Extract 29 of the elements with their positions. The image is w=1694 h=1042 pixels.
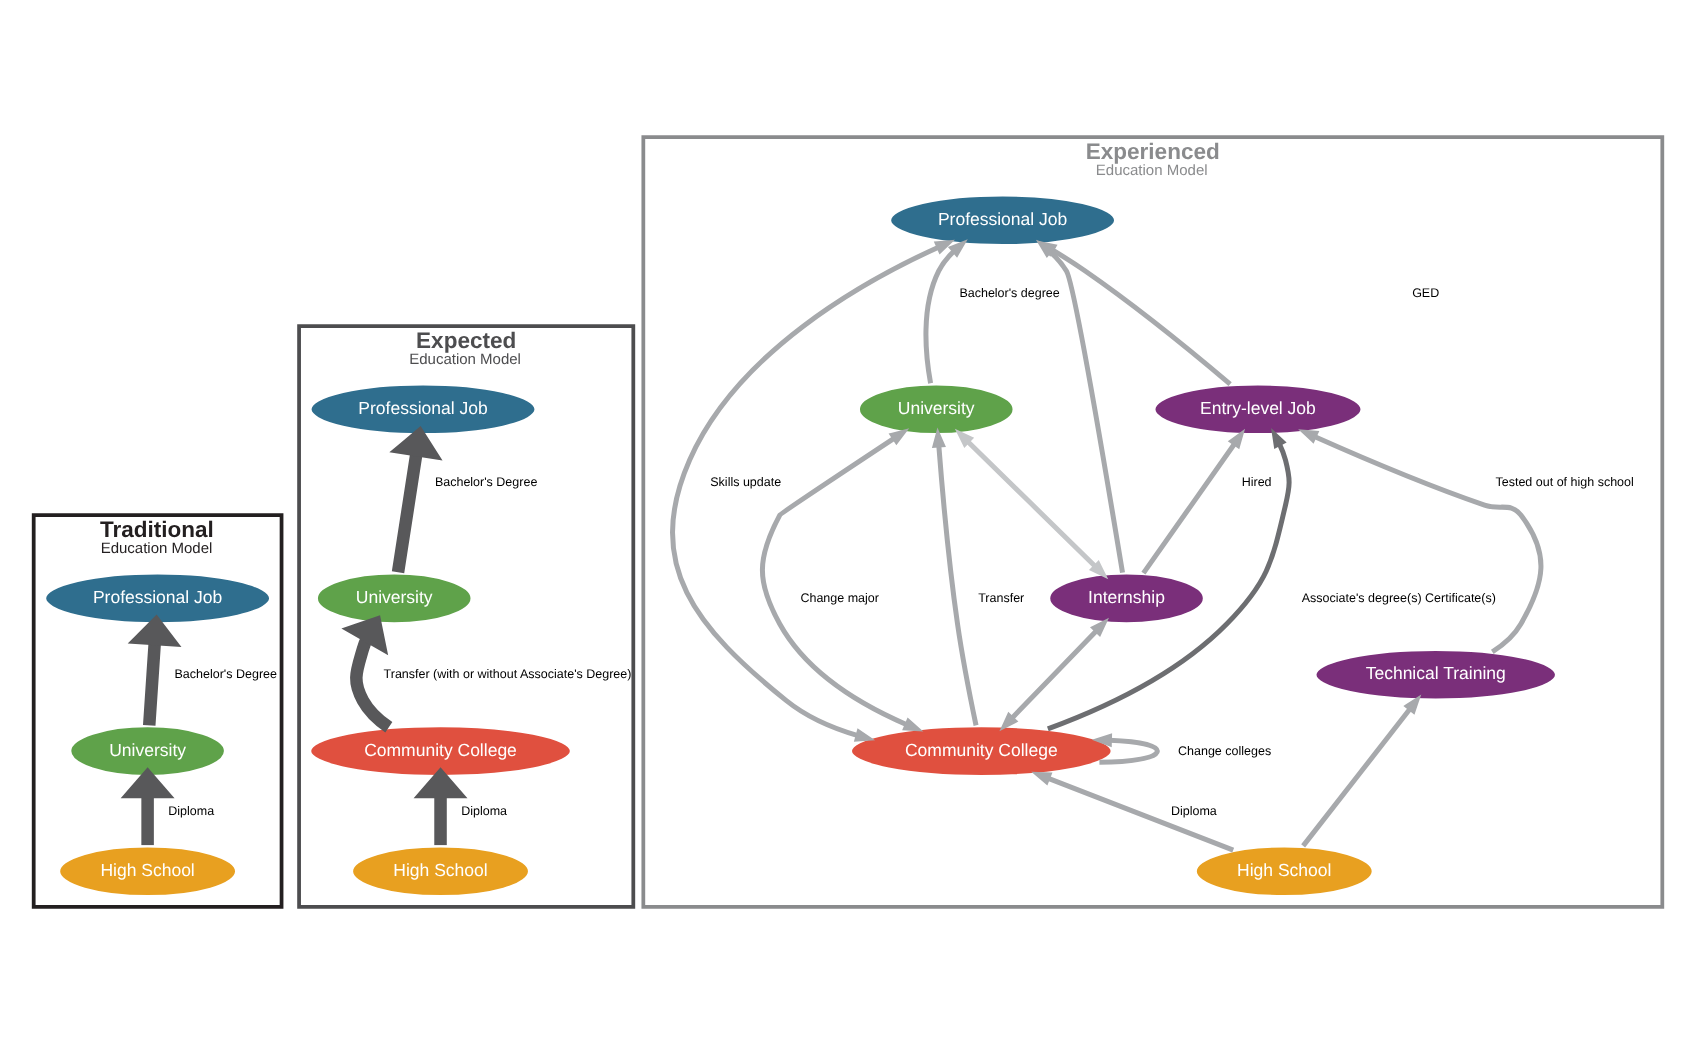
arrow (759, 427, 923, 731)
arrow (930, 426, 978, 725)
node-ellipse: Professional Job (306, 380, 538, 436)
node-ellipse: Technical Training (1311, 646, 1558, 702)
node-ellipse: High School (1192, 842, 1375, 898)
node-ellipse: High School (348, 842, 531, 898)
node-ellipse: Internship (1045, 569, 1206, 625)
node-ellipse: Professional Job (41, 569, 272, 625)
arrow (126, 613, 181, 725)
arrow (1140, 427, 1245, 574)
arrow (953, 427, 1108, 579)
arrow (119, 766, 174, 845)
node-ellipse: High School (55, 842, 238, 898)
arrow (669, 238, 954, 741)
node-ellipse: Community College (306, 722, 573, 778)
arrow (1090, 732, 1159, 764)
node-ellipse: University (66, 722, 227, 778)
arrow (1030, 770, 1234, 852)
node-ellipse: University (313, 569, 474, 625)
node-ellipse: Entry-level Job (1150, 380, 1364, 436)
arrow (1297, 428, 1543, 653)
node-ellipse: University (855, 380, 1016, 436)
arrow (388, 425, 442, 573)
node-ellipse: Professional Job (886, 191, 1117, 247)
arrow (998, 616, 1108, 731)
arrow (1045, 426, 1291, 731)
arrow (922, 238, 967, 383)
arrow (412, 766, 467, 845)
arrow (1300, 693, 1421, 847)
